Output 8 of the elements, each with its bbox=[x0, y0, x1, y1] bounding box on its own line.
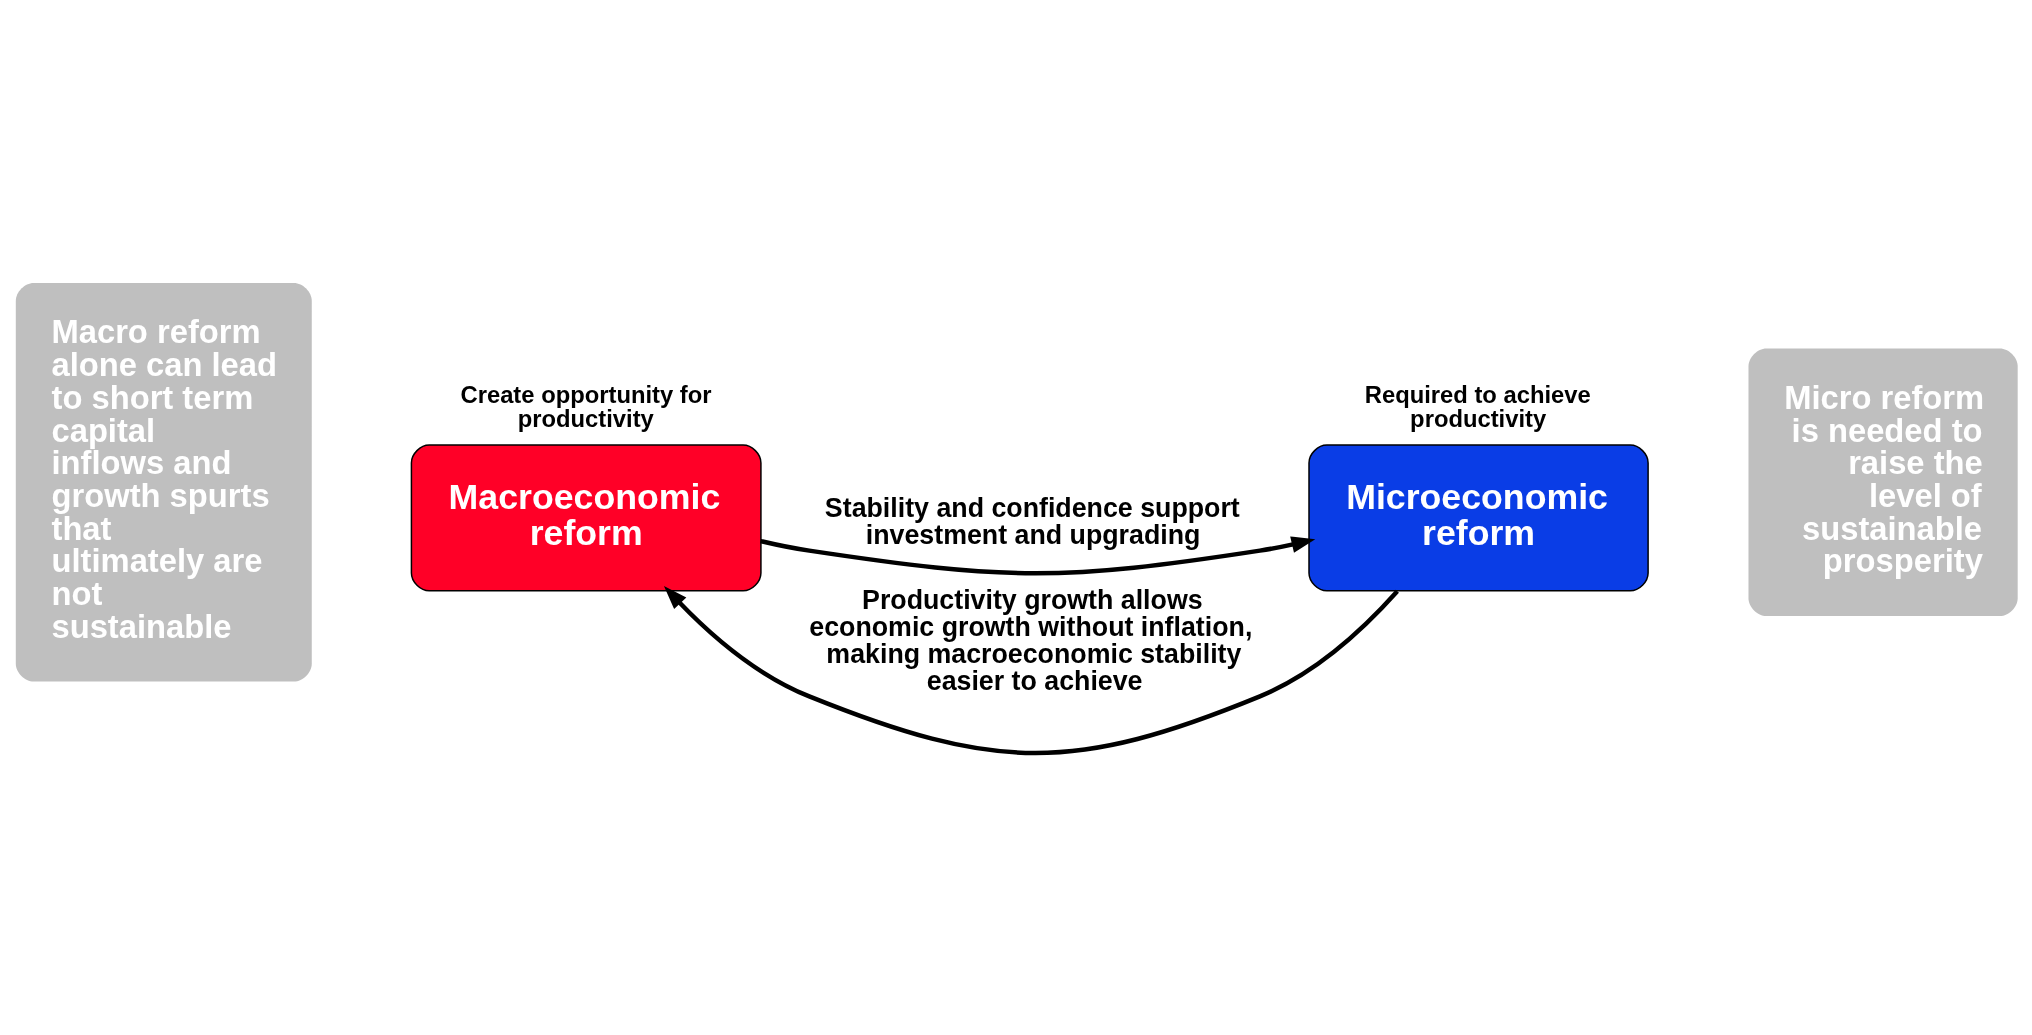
node-box: Macro reform alone can lead to short term capital inflows and growth spurts that ultimately are not sustainable bbox=[15, 282, 312, 682]
edge-label: Productivity growth allows economic growth without inflation, making macroeconomic stability easier to achieve bbox=[809, 584, 1253, 696]
arrow bbox=[760, 536, 1316, 575]
edge-label: Stability and confidence support investment and upgrading bbox=[824, 492, 1240, 550]
node-label: Create opportunity for productivity bbox=[460, 380, 712, 432]
arrow bbox=[663, 585, 1399, 755]
node-label: Required to achieve productivity bbox=[1364, 380, 1591, 432]
node-box: Micro reform is needed to raise the level of sustainable prosperity bbox=[1748, 347, 2018, 616]
